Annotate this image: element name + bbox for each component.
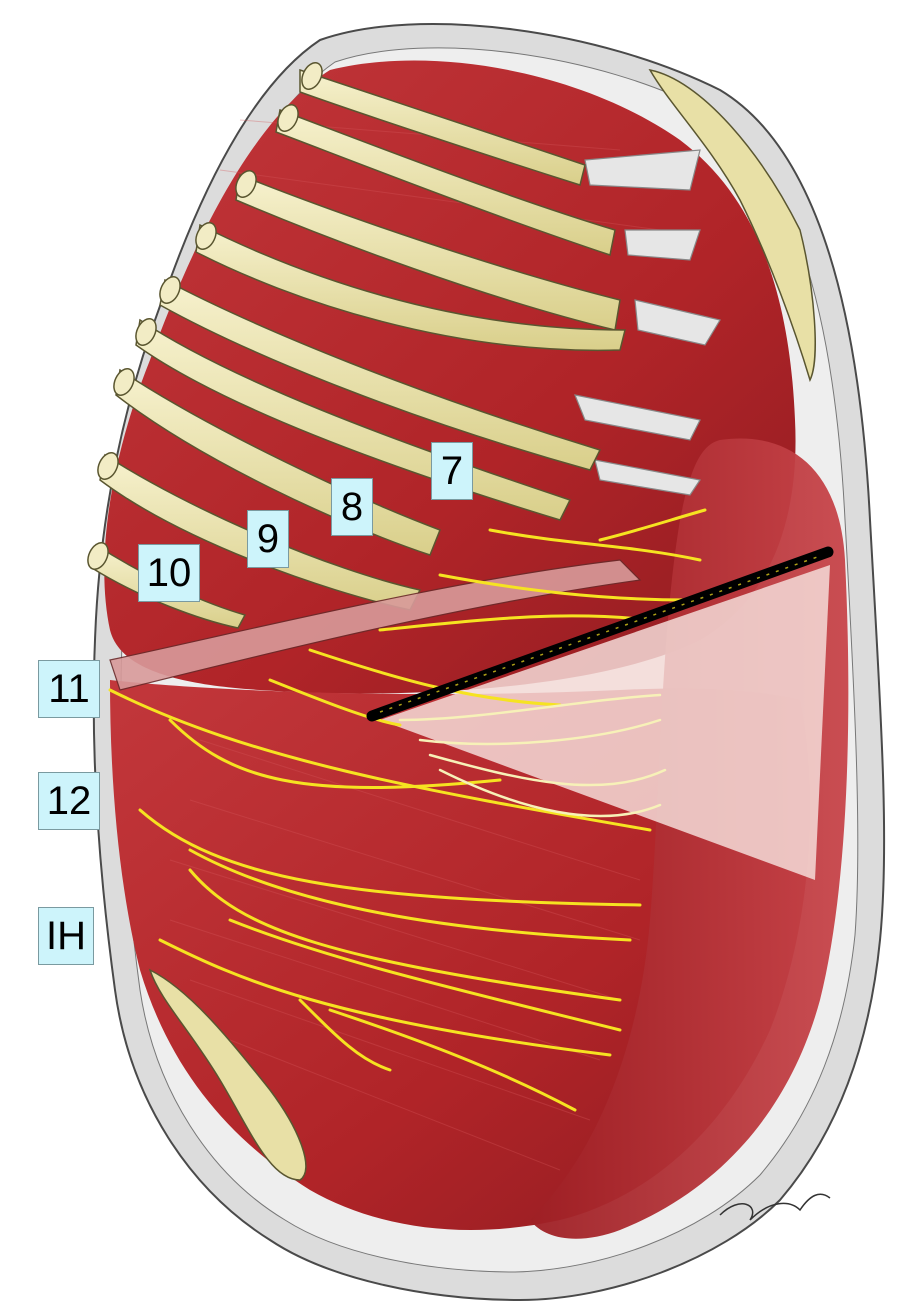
rib-ends [87, 62, 323, 570]
rib-label-7: 7 [431, 442, 473, 500]
rib-label-10: 10 [138, 544, 200, 602]
iliohypogastric-label: IH [38, 907, 94, 965]
rib-1 [299, 68, 586, 186]
rib-2 [275, 108, 616, 256]
rib-4 [195, 223, 626, 352]
costal-cartilages [574, 149, 721, 496]
rib-5 [159, 278, 602, 471]
retracted-flap [380, 565, 830, 880]
costal-margin [109, 559, 642, 691]
artist-signature [719, 1193, 831, 1221]
sternum-bone [648, 68, 816, 383]
rib-label-8: 8 [331, 478, 373, 536]
rib-label-12: 12 [38, 772, 100, 830]
muscle-fiber-texture [169, 119, 661, 1171]
nerves-under-flap [398, 693, 667, 818]
iliac-bone [148, 968, 307, 1181]
rib-label-11: 11 [38, 660, 100, 718]
rib-label-9: 9 [247, 510, 289, 568]
intercostal-nerves [108, 508, 707, 1112]
